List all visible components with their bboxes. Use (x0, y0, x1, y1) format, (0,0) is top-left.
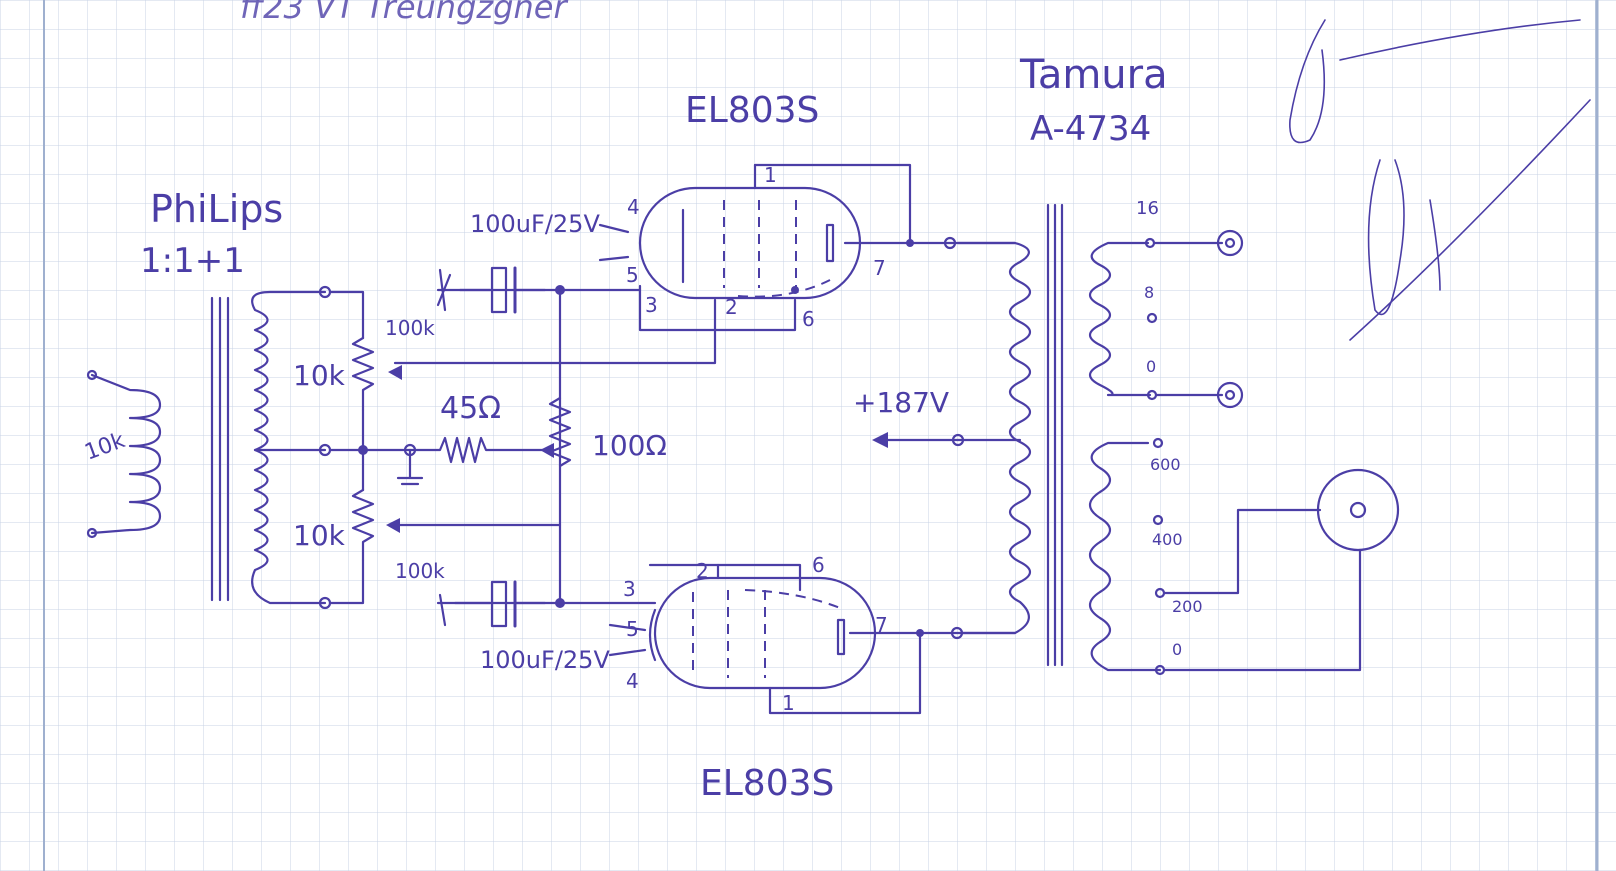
pin-label: 7 (873, 256, 886, 280)
pot-wiper-arrow (540, 443, 554, 458)
junction-dot (555, 285, 565, 295)
pot-label-lower: 10k (293, 519, 346, 552)
pin-label: 3 (623, 577, 636, 601)
pin-label: 6 (802, 307, 815, 331)
tap-label: 600 (1150, 455, 1181, 474)
terminal-dot (403, 443, 417, 457)
tap-label: 8 (1144, 283, 1154, 302)
tap-label: 16 (1136, 198, 1159, 219)
tube-label-bottom: EL803S (700, 763, 834, 804)
terminal-dot (943, 236, 957, 250)
output-transformer-model: A-4734 (1030, 109, 1151, 149)
pot-label-upper: 10k (293, 359, 346, 392)
pot-wiper-arrow (386, 518, 400, 533)
tube-top-pins: 4 5 3 2 6 1 7 (626, 163, 886, 331)
input-transformer (86, 290, 327, 605)
res-label-100k-lower: 100k (395, 559, 445, 583)
supply-voltage-label: +187V (853, 386, 949, 419)
pin-label: 5 (626, 263, 639, 287)
pin-label: 1 (782, 691, 795, 715)
pin-label: 2 (696, 559, 709, 583)
pin-label: 7 (875, 613, 888, 637)
output-jack (1316, 468, 1400, 552)
speaker-terminal-0 (1216, 381, 1244, 409)
speaker-terminal-16 (1216, 229, 1244, 257)
tube-label-top: EL803S (685, 90, 819, 131)
tube-bottom (648, 576, 877, 690)
grid-network (328, 290, 572, 605)
junction-dot (791, 286, 799, 294)
pin-label: 4 (627, 195, 640, 219)
junction-dot (358, 445, 368, 455)
junction-dot (555, 598, 565, 608)
tap-label: 0 (1172, 640, 1182, 659)
cap-label-top: 100uF/25V (470, 210, 600, 238)
header-scribble: ff23 VT Treungzgner (240, 0, 568, 26)
res-label-45: 45Ω (440, 391, 501, 426)
pin-label: 1 (764, 163, 777, 187)
pin-label: 6 (812, 553, 825, 577)
tap-label: 0 (1146, 357, 1156, 376)
input-transformer-ratio: 1:1+1 (140, 241, 245, 281)
output-transformer (956, 203, 1162, 672)
pin-label: 3 (645, 293, 658, 317)
tap-label: 200 (1172, 597, 1203, 616)
output-transformer-brand: Tamura (1019, 52, 1168, 98)
junction-dot (916, 629, 924, 637)
tap-label: 400 (1152, 530, 1183, 549)
capacitor-top (436, 266, 547, 314)
output-wiring (1152, 241, 1362, 672)
cap-label-bottom: 100uF/25V (480, 646, 610, 674)
signature-scribble (1289, 19, 1591, 341)
pot-wiper-arrow (388, 365, 402, 380)
junction-dot (906, 239, 914, 247)
capacitor-bottom (438, 580, 547, 628)
pin-label: 4 (626, 669, 639, 693)
bottom-tube-wiring (436, 563, 1017, 715)
res-label-100: 100Ω (592, 429, 667, 462)
res-label-100k-upper: 100k (385, 316, 435, 340)
input-transformer-brand: PhiLips (150, 187, 283, 231)
pin-label: 2 (725, 295, 738, 319)
